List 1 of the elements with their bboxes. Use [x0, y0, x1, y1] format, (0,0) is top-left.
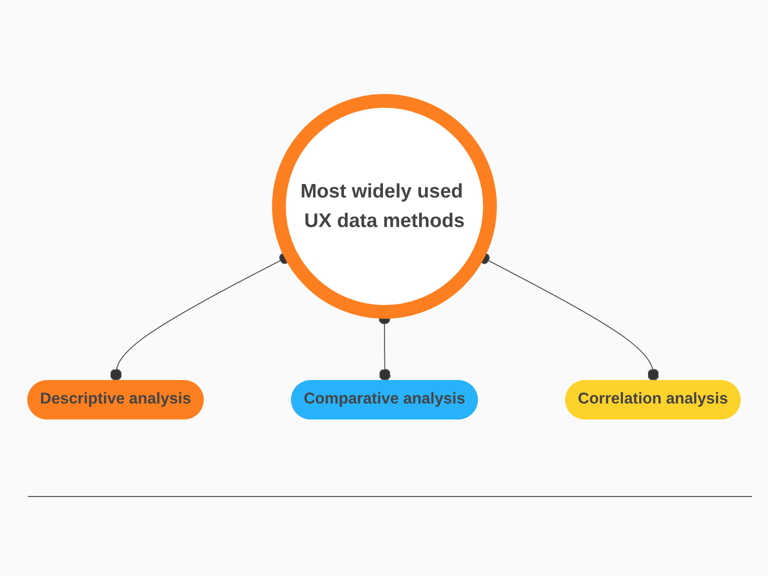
node-circle: Most widely used UX data methods — [272, 94, 497, 319]
